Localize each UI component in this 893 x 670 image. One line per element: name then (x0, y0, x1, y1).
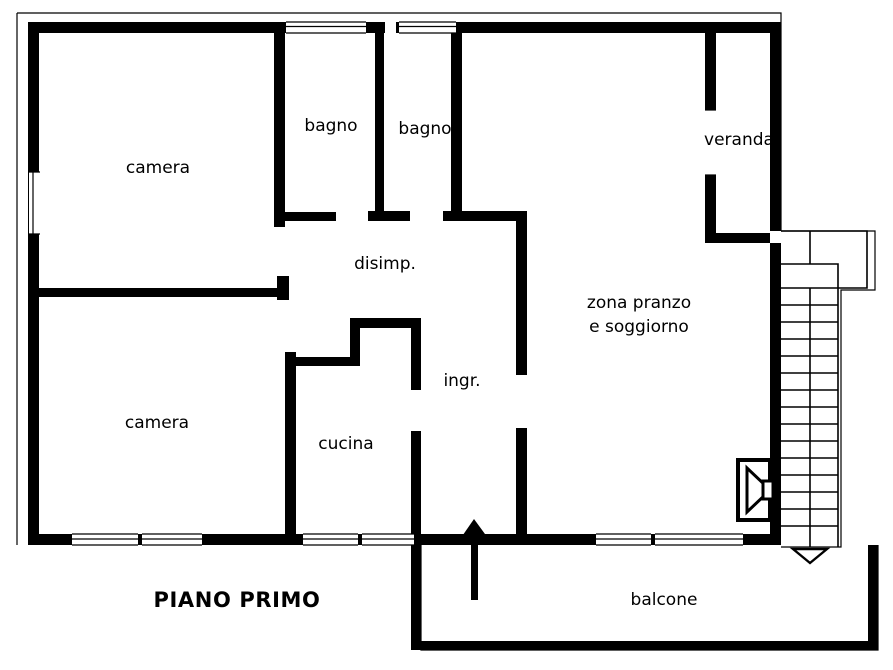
room-label-camera-bottom: camera (125, 413, 189, 433)
cucina-walls (285, 318, 421, 545)
staircase (781, 230, 876, 565)
left-wall-window (29, 171, 40, 235)
bottom-wall-and-openings (28, 533, 781, 546)
room-label-disimpegno: disimp. (354, 254, 416, 274)
room-label-group: camera bagno bagno veranda disimp. zona … (125, 116, 774, 610)
entrance-direction-arrow-icon (456, 519, 493, 600)
stair-direction-arrow-icon (789, 547, 831, 565)
zona-pranzo-right-wall (770, 243, 781, 545)
camera-top-walls (39, 33, 336, 300)
entrance-door-swing-icon (736, 458, 775, 522)
bagno-left-walls (286, 21, 410, 221)
room-label-bagno-left: bagno (304, 116, 357, 136)
room-label-camera-top: camera (126, 158, 190, 178)
page-title: PIANO PRIMO (154, 588, 321, 612)
disimpegno-walls (462, 211, 527, 545)
room-label-zona-pranzo-line2: e soggiorno (589, 317, 689, 337)
room-label-cucina: cucina (318, 434, 373, 454)
room-label-bagno-right: bagno (398, 119, 451, 139)
room-label-zona-pranzo-line1: zona pranzo (587, 293, 691, 313)
room-label-ingresso: ingr. (443, 371, 480, 391)
room-label-balcone: balcone (631, 590, 698, 610)
veranda-walls (705, 33, 770, 243)
balcone-outline (411, 545, 879, 651)
room-label-veranda: veranda (704, 130, 774, 150)
